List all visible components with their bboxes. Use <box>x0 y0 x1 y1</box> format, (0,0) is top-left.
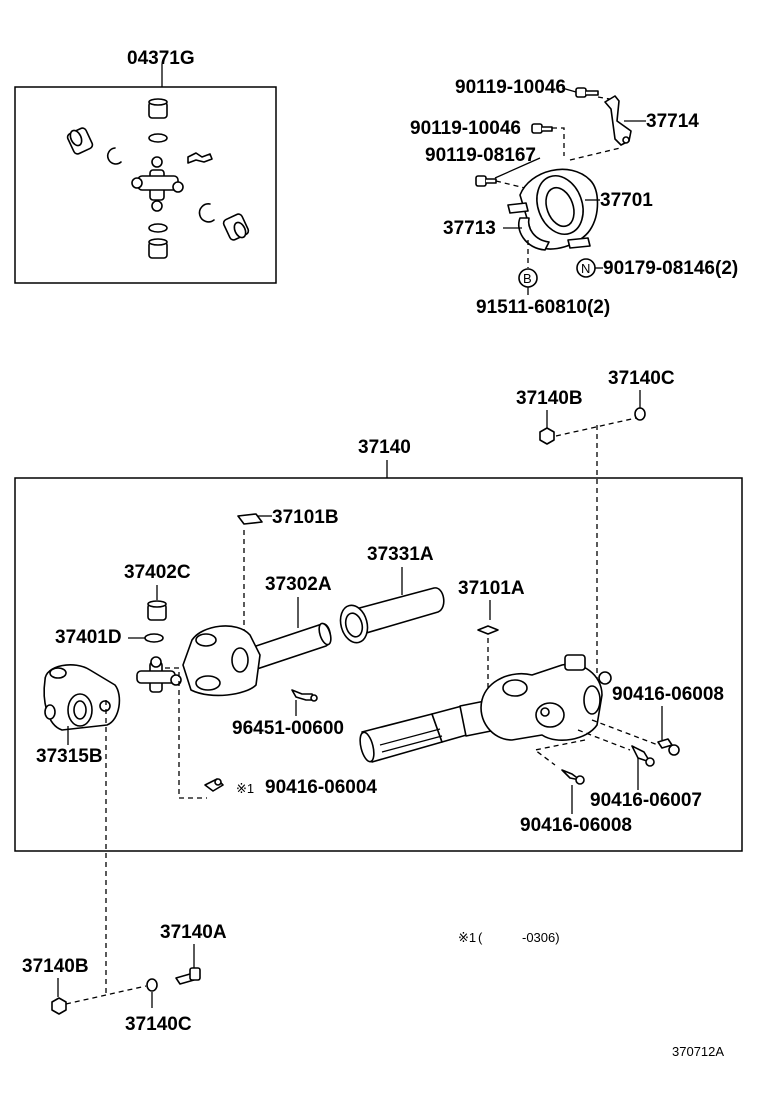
bracket-37714-icon <box>604 95 632 146</box>
slip-yoke-shaft-icon <box>359 700 492 763</box>
label-37140b-bottom[interactable]: 37140B <box>22 956 89 977</box>
ref-mark-1: ※1 <box>236 781 254 796</box>
label-91511-60810[interactable]: 91511-60810(2) <box>476 297 610 318</box>
label-37714[interactable]: 37714 <box>646 111 699 132</box>
diagram-id: 370712A <box>672 1044 724 1059</box>
dash-08167 <box>495 180 526 189</box>
bolt-icon <box>531 123 553 134</box>
bottom-nuts-group: 37140A 37140B 37140C <box>22 922 227 1035</box>
label-04371g[interactable]: 04371G <box>127 48 195 69</box>
bolt-icon <box>631 745 655 767</box>
label-37401d[interactable]: 37401D <box>55 627 122 648</box>
dash-bolt-bracket <box>597 96 616 101</box>
label-37140a[interactable]: 37140A <box>160 922 227 943</box>
kit-frame <box>14 86 277 284</box>
label-37701[interactable]: 37701 <box>600 190 653 211</box>
dash-bracket-housing <box>569 147 621 161</box>
snap-ring-icon <box>144 633 164 643</box>
footnote-paren-open: ( <box>478 930 483 945</box>
balance-weight-37101b-icon <box>237 513 263 525</box>
center-bearing-group: 90119-10046 37714 90119-10046 90119-0816… <box>410 77 738 318</box>
footnote-range: -0306) <box>522 930 560 945</box>
assembly-frame <box>14 477 743 852</box>
snap-ring-icon <box>106 133 215 233</box>
washer-icon <box>634 407 646 421</box>
label-37402c[interactable]: 37402C <box>124 562 191 583</box>
bearing-housing-37701-icon <box>507 168 599 250</box>
dust-boot-37331a-icon <box>339 587 445 644</box>
strap-37713-icon <box>518 217 550 251</box>
callout-b: B <box>523 271 532 286</box>
label-37140c-bottom[interactable]: 37140C <box>125 1014 192 1035</box>
universal-joint-icon <box>480 654 612 741</box>
bearing-cup-icon <box>147 600 167 621</box>
label-90119-10046-top[interactable]: 90119-10046 <box>455 77 566 98</box>
shaft-tube-37302a-icon <box>249 622 332 671</box>
dash-grease-fitting <box>165 667 207 799</box>
label-90416-06004[interactable]: 90416-06004 <box>265 777 377 798</box>
label-37713[interactable]: 37713 <box>443 218 496 239</box>
bearing-cup-icon <box>66 98 250 259</box>
label-37140[interactable]: 37140 <box>358 437 411 458</box>
dash-bottom-nut-washer <box>65 985 147 1005</box>
kit-04371g-group: 04371G <box>14 48 277 284</box>
stud-bolt-icon <box>175 967 201 985</box>
balance-weight-37101a-icon <box>477 625 499 635</box>
flange-yoke-icon <box>182 625 261 697</box>
dash-06008-bottom <box>533 739 586 766</box>
dash-06007 <box>577 729 631 751</box>
label-37331a[interactable]: 37331A <box>367 544 434 565</box>
bolt-icon <box>475 175 497 187</box>
label-96451-00600[interactable]: 96451-00600 <box>232 718 344 739</box>
leader-90119-10046-top <box>561 87 577 93</box>
top-nuts-group: 37140C 37140B <box>516 368 675 445</box>
nut-icon <box>539 427 555 445</box>
footnote-mark: ※1 <box>458 930 476 945</box>
nut-icon <box>51 997 67 1015</box>
label-37140c-top[interactable]: 37140C <box>608 368 675 389</box>
bolt-icon <box>561 769 585 785</box>
label-90179-08146[interactable]: 90179-08146(2) <box>603 258 738 279</box>
label-90416-06008-bottom[interactable]: 90416-06008 <box>520 815 632 836</box>
spider-cross-icon <box>136 656 182 693</box>
grease-fitting-icon <box>187 152 213 164</box>
leader-90119-08167 <box>494 157 541 179</box>
label-37101b[interactable]: 37101B <box>272 507 339 528</box>
label-37101a[interactable]: 37101A <box>458 578 525 599</box>
label-90416-06008-right[interactable]: 90416-06008 <box>612 684 724 705</box>
dash-mid-bolt <box>552 127 565 156</box>
assembly-37140-group: 37140 37101B 37331A 37402C 37302A <box>14 425 743 995</box>
flange-yoke-37315b-icon <box>43 664 121 731</box>
grease-fitting-icon <box>291 689 318 702</box>
label-37315b[interactable]: 37315B <box>36 746 103 767</box>
label-90119-08167[interactable]: 90119-08167 <box>425 145 536 166</box>
footnote-group: ※1 ( -0306) <box>458 930 560 945</box>
label-37140b-top[interactable]: 37140B <box>516 388 583 409</box>
label-37302a[interactable]: 37302A <box>265 574 332 595</box>
spider-cross-icon <box>131 156 184 212</box>
bolt-icon <box>657 738 680 756</box>
washer-icon <box>146 978 158 992</box>
grease-fitting-icon <box>204 778 224 792</box>
dash-right-bolt <box>591 719 659 746</box>
dash-nut-washer <box>555 417 637 437</box>
label-90416-06007[interactable]: 90416-06007 <box>590 790 702 811</box>
callout-n: N <box>581 261 590 276</box>
bolt-icon <box>575 87 599 98</box>
label-90119-10046-mid[interactable]: 90119-10046 <box>410 118 521 139</box>
